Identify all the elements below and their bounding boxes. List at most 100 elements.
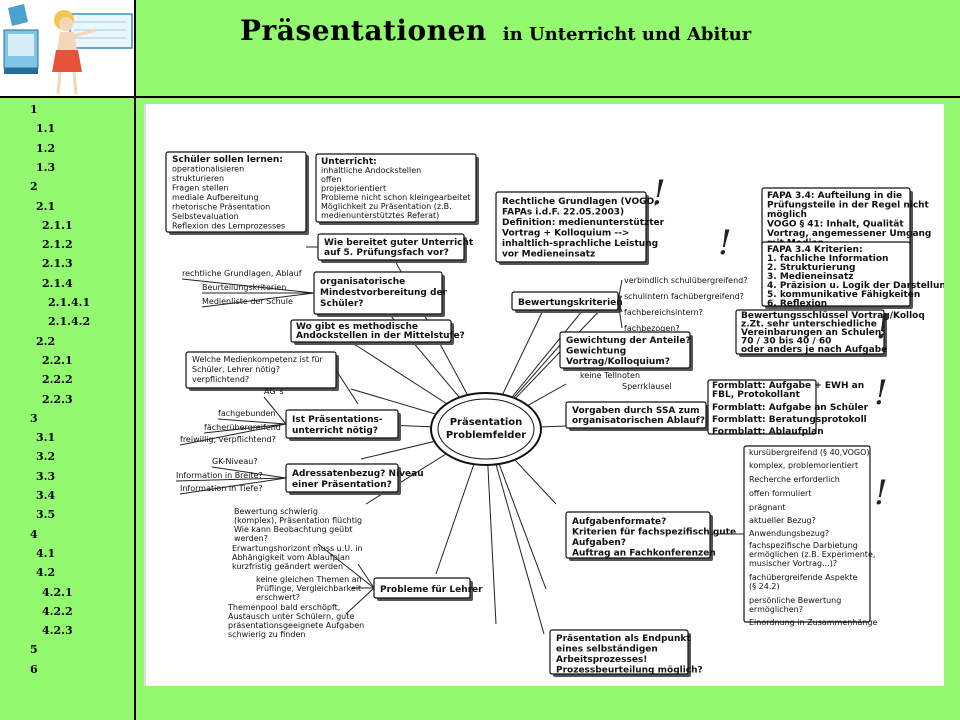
- mindmap-text: Vortrag/Kolloquium?: [566, 357, 670, 367]
- sidebar-item-2[interactable]: 2: [30, 180, 38, 194]
- mindmap-text: FAPA 3.4 Kriterien:: [767, 245, 863, 255]
- sidebar-item-3-1[interactable]: 3.1: [36, 431, 56, 445]
- sidebar-item-4-2-1[interactable]: 4.2.1: [42, 585, 73, 599]
- mindmap-text: fachbezogen?: [624, 324, 680, 333]
- mindmap-text: Vorgaben durch SSA zum: [572, 406, 700, 416]
- mindmap-text: unterricht nötig?: [292, 426, 378, 436]
- sidebar-item-3-4[interactable]: 3.4: [36, 489, 56, 502]
- sidebar-item-2-2-3[interactable]: 2.2.3: [42, 392, 73, 406]
- connector-line: [345, 587, 375, 615]
- sidebar-item-2-1-4-1[interactable]: 2.1.4.1: [48, 296, 91, 309]
- sidebar-item-1-3[interactable]: 1.3: [36, 160, 56, 174]
- mindmap-text: auf 5. Prüfungsfach vor?: [324, 248, 449, 258]
- mindmap-text: Rechtliche Grundlagen (VOGO,: [502, 197, 657, 207]
- mindmap-text: Reflexion des Lernprozesses: [172, 222, 285, 231]
- mindmap-text: fachspezifische Darbietung: [749, 541, 858, 550]
- connector-line: [179, 477, 287, 495]
- mindmap-text: Mindestvorbereitung der: [320, 288, 448, 298]
- connector-line: [357, 563, 375, 589]
- sidebar-item-4-2-2[interactable]: 4.2.2: [42, 604, 73, 618]
- mindmap-text: 4. Präzision u. Logik der Darstellung: [767, 281, 944, 291]
- mindmap-text: werden?: [234, 534, 268, 543]
- sidebar-item-2-2-2[interactable]: 2.2.2: [42, 373, 73, 387]
- mindmap-text: Definition: medienunterstützter: [502, 218, 665, 228]
- sidebar-item-3-2[interactable]: 3.2: [36, 450, 56, 464]
- mindmap-text: mediale Aufbereitung: [172, 193, 259, 202]
- sidebar-item-2-2-1[interactable]: 2.2.1: [42, 353, 73, 367]
- mindmap-text: persönliche Bewertung: [749, 596, 841, 605]
- mindmap-text: Prüflinge, Vergleichbarkeit: [256, 584, 361, 593]
- sidebar-item-3[interactable]: 3: [30, 411, 38, 425]
- exclamation-mark: !: [718, 223, 732, 263]
- sidebar-item-1[interactable]: 1: [30, 103, 38, 116]
- sidebar-item-2-1-1[interactable]: 2.1.1: [42, 218, 73, 232]
- mindmap-text: inhaltliche Andockstellen: [321, 166, 421, 175]
- mindmap-text: aktueller Bezug?: [749, 516, 816, 525]
- mindmap-text: 70 / 30 bis 40 / 60: [741, 337, 831, 347]
- mindmap-text: Wie kann Beobachtung geübt: [234, 525, 352, 534]
- logo: [0, 0, 136, 98]
- mindmap-text: Arbeitsprozesses!: [556, 655, 647, 665]
- sidebar-item-2-1-3[interactable]: 2.1.3: [42, 257, 73, 271]
- mindmap-text: oder anders je nach Aufgabe: [741, 345, 887, 355]
- mindmap-text: Bewertungsschlüssel Vortrag/Kolloq: [741, 311, 925, 321]
- connector-line: [317, 543, 375, 589]
- sidebar-item-4-1[interactable]: 4.1: [36, 546, 56, 560]
- sidebar-item-3-3[interactable]: 3.3: [36, 469, 56, 483]
- box-bewertungsschluessel: [735, 309, 885, 355]
- mindmap-text: Schüler sollen lernen:: [172, 155, 283, 165]
- mindmap-text: Aufgabenformate?: [572, 517, 666, 527]
- mindmap-text: ermöglichen (z.B. Experimente,: [749, 550, 875, 559]
- mindmap-text: schulintern fachübergreifend?: [624, 292, 744, 301]
- exclamation-mark: !: [876, 307, 890, 347]
- mindmap-text: Recherche erforderlich: [749, 475, 840, 484]
- mindmap-text: fächerübergreifend: [204, 423, 281, 432]
- mindmap-text: organisatorischen Ablauf?: [572, 416, 705, 426]
- connector-line: [201, 292, 315, 308]
- sidebar-item-2-1-4[interactable]: 2.1.4: [42, 276, 73, 290]
- mindmap-text: 5. kommunikative Fähigkeiten: [767, 290, 920, 300]
- connector-line: [203, 423, 287, 434]
- mindmap-text: Information in Breite?: [176, 471, 263, 480]
- mindmap-text: medienunterstütztes Referat): [321, 211, 439, 220]
- mindmap-text: Vereinbarungen an Schulen:: [741, 328, 885, 338]
- mindmap-text: AG`s: [264, 386, 284, 396]
- sidebar-item-4[interactable]: 4: [30, 527, 38, 541]
- sidebar-item-4-2[interactable]: 4.2: [36, 566, 56, 580]
- box-unterricht: [315, 153, 477, 223]
- mindmap-text: Prüfungsteile in der Regel nicht: [767, 201, 930, 211]
- mindmap-text: fachgebunden: [218, 409, 275, 418]
- mindmap-text: Formblatt: Beratungsprotokoll: [712, 415, 867, 425]
- sidebar-item-4-2-3[interactable]: 4.2.3: [42, 624, 73, 638]
- mindmap-text: Fragen stellen: [172, 184, 229, 193]
- mindmap-text: organisatorische: [320, 277, 405, 287]
- sidebar-item-6[interactable]: 6: [30, 662, 38, 676]
- mindmap-text: freiwillig, verpflichtend?: [180, 435, 276, 444]
- sidebar-item-5[interactable]: 5: [30, 643, 38, 657]
- mindmap-text: Probleme für Lehrer: [380, 585, 483, 595]
- mindmap-text: kursübergreifend (§ 40,VOGO): [749, 448, 870, 457]
- mindmap-text: präsentationsgeeignete Aufgaben: [228, 621, 364, 630]
- sidebar-item-1-2[interactable]: 1.2: [36, 141, 56, 155]
- sidebar-item-2-1[interactable]: 2.1: [36, 199, 56, 213]
- mindmap-text: Erwartungshorizont muss u.U. in: [232, 544, 363, 553]
- connector-line: [181, 278, 315, 294]
- sidebar-item-3-5[interactable]: 3.5: [36, 508, 56, 522]
- sidebar-item-1-1[interactable]: 1.1: [36, 122, 56, 136]
- mindmap-text: Einordnung in Zusammenhänge: [749, 618, 877, 627]
- mindmap-text: VOGO § 41: Inhalt, Qualität: [767, 220, 904, 230]
- title-subtitle: in Unterricht und Abitur: [502, 24, 752, 45]
- mindmap-text: keine Teilnoten: [580, 371, 640, 380]
- mindmap-text: offen: [321, 175, 341, 184]
- teacher-illustration: [0, 0, 134, 96]
- connector-line: [175, 477, 287, 482]
- sidebar-item-2-2[interactable]: 2.2: [36, 334, 56, 348]
- box-formblatt: [707, 379, 817, 435]
- mindmap-text: einer Präsentation?: [292, 480, 392, 490]
- sidebar-item-2-1-4-2[interactable]: 2.1.4.2: [48, 315, 91, 329]
- mindmap-text: offen formuliert: [749, 489, 811, 498]
- sidebar-item-2-1-2[interactable]: 2.1.2: [42, 238, 73, 252]
- mindmap-text: erschwert?: [256, 593, 300, 602]
